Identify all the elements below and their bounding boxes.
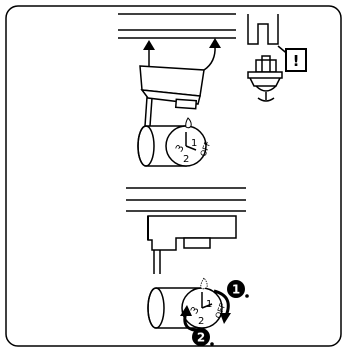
step-number-1: 1 (232, 283, 240, 297)
push-up-arrow-icon (143, 40, 155, 68)
rotate-up-arrow-icon (203, 38, 221, 71)
dial-top-label-1: 1 (191, 138, 197, 149)
dial-bottom-label-3: 3 (189, 305, 202, 316)
rotate-clockwise-arrow-icon (213, 289, 231, 324)
dial-knob-bottom: 1 3 2 OFF (181, 277, 228, 329)
step-badge-2: 2 (192, 328, 214, 346)
warning-badge-icon: ! (285, 48, 307, 72)
dial-knob-top: 1 3 2 OFF (165, 117, 213, 167)
step-number-2: 2 (197, 331, 205, 345)
frame (5, 5, 342, 347)
ceiling-track-bottom (126, 187, 246, 212)
warning-symbol: ! (293, 52, 300, 70)
flame-outline-icon (200, 277, 208, 290)
adapter-block-tilted (139, 65, 205, 127)
ceiling-track-top (118, 13, 236, 39)
dial-bottom-label-2: 2 (198, 316, 204, 327)
step-badge-1: 1 (227, 280, 249, 298)
dial-bottom-label-1: 1 (206, 299, 212, 310)
adapter-block-mounted (147, 215, 237, 274)
flame-icon (185, 117, 192, 129)
dial-top-label-2: 2 (183, 154, 189, 165)
dial-top-label-3: 3 (174, 143, 187, 154)
